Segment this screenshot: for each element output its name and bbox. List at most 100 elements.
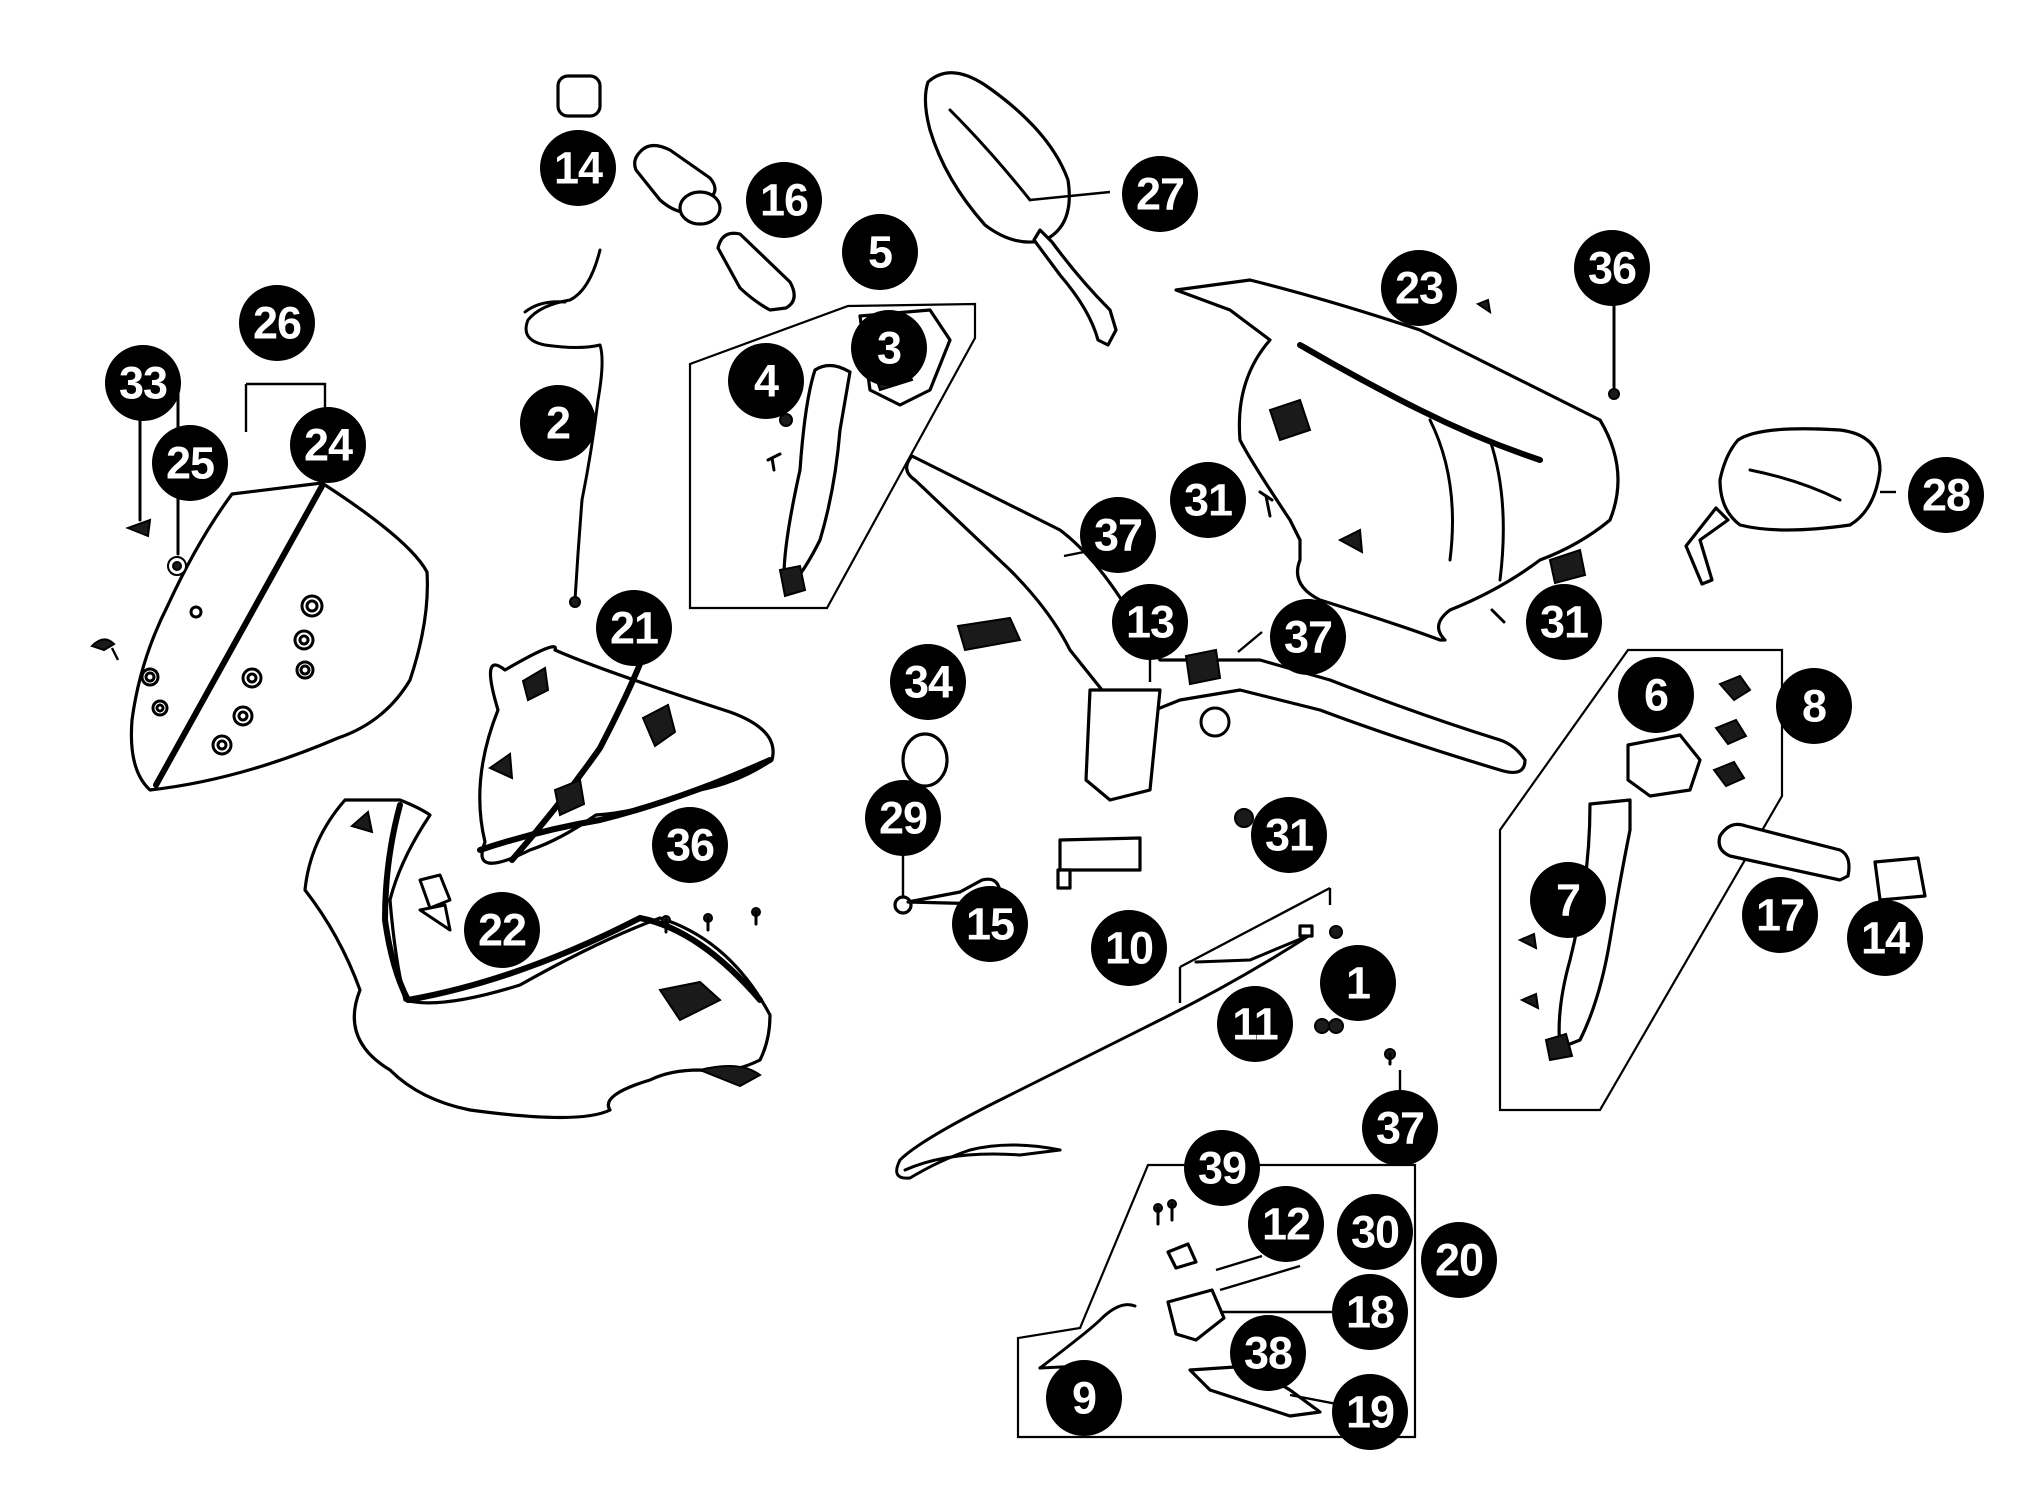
callout-34: 34 (890, 644, 966, 720)
callout-24: 24 (290, 407, 366, 483)
svg-text:8: 8 (1802, 681, 1826, 732)
svg-text:28: 28 (1922, 470, 1970, 521)
callout-11: 11 (1217, 986, 1293, 1062)
callout-5: 5 (842, 214, 918, 290)
callout-13: 13 (1112, 584, 1188, 660)
svg-text:39: 39 (1198, 1143, 1246, 1194)
callout-3: 3 (851, 310, 927, 386)
svg-text:31: 31 (1265, 810, 1313, 861)
svg-text:36: 36 (1588, 243, 1636, 294)
callout-39: 39 (1184, 1130, 1260, 1206)
svg-text:23: 23 (1395, 263, 1443, 314)
svg-text:2: 2 (546, 398, 570, 449)
callout-8: 8 (1776, 668, 1852, 744)
callout-15: 15 (952, 886, 1028, 962)
svg-text:31: 31 (1184, 475, 1232, 526)
windscreen (90, 382, 429, 792)
callout-18: 18 (1332, 1274, 1408, 1350)
svg-text:37: 37 (1376, 1103, 1424, 1154)
svg-text:1: 1 (1346, 958, 1370, 1009)
svg-text:27: 27 (1136, 169, 1184, 220)
frame-bottom-switch-group (1016, 1163, 1417, 1439)
callout-37-bottom: 37 (1362, 1090, 1438, 1166)
callout-29: 29 (865, 780, 941, 856)
svg-text:37: 37 (1094, 510, 1142, 561)
svg-text:14: 14 (554, 143, 603, 194)
callout-37-mid: 37 (1270, 599, 1346, 675)
callout-6: 6 (1618, 657, 1694, 733)
svg-text:33: 33 (119, 358, 167, 409)
svg-text:15: 15 (966, 899, 1014, 950)
callout-30: 30 (1337, 1194, 1413, 1270)
handlebar (905, 454, 1527, 890)
callout-38: 38 (1230, 1315, 1306, 1391)
frame-left-lever-group (688, 302, 977, 610)
svg-text:21: 21 (610, 603, 658, 654)
svg-text:24: 24 (304, 420, 353, 471)
svg-text:31: 31 (1540, 597, 1588, 648)
callout-22: 22 (464, 892, 540, 968)
callout-19: 19 (1332, 1374, 1408, 1450)
callout-31-mid: 31 (1251, 797, 1327, 873)
callout-23: 23 (1381, 250, 1457, 326)
svg-text:13: 13 (1126, 597, 1174, 648)
callout-1: 1 (1320, 945, 1396, 1021)
svg-text:11: 11 (1232, 999, 1278, 1050)
callout-31-top: 31 (1170, 462, 1246, 538)
callout-20: 20 (1421, 1222, 1497, 1298)
callout-26: 26 (239, 285, 315, 361)
callout-14-right: 14 (1847, 900, 1923, 976)
callout-17: 17 (1742, 877, 1818, 953)
callout-12: 12 (1248, 1186, 1324, 1262)
svg-text:26: 26 (253, 298, 301, 349)
svg-text:5: 5 (868, 227, 892, 278)
callout-list: 1 2 3 4 5 6 7 8 9 10 11 12 13 14 14 15 1… (105, 130, 1984, 1450)
screws (661, 190, 1896, 1090)
svg-text:38: 38 (1244, 1328, 1292, 1379)
svg-text:18: 18 (1346, 1287, 1394, 1338)
callout-31-right: 31 (1526, 584, 1602, 660)
frame-right-switch-group (1498, 648, 1784, 1112)
callout-36-bottom: 36 (652, 807, 728, 883)
callout-33: 33 (105, 345, 181, 421)
right-grip (1717, 822, 1927, 902)
svg-text:37: 37 (1284, 612, 1332, 663)
svg-text:30: 30 (1351, 1207, 1399, 1258)
svg-text:3: 3 (877, 323, 901, 374)
callout-4: 4 (728, 343, 804, 419)
svg-text:34: 34 (904, 657, 953, 708)
rear-cowl (1174, 278, 1620, 642)
svg-text:9: 9 (1072, 1373, 1096, 1424)
svg-text:19: 19 (1346, 1387, 1394, 1438)
group-frames (688, 302, 1784, 1439)
callout-2: 2 (520, 385, 596, 461)
right-mirror (1684, 427, 1882, 586)
svg-text:22: 22 (478, 905, 526, 956)
svg-text:25: 25 (166, 438, 214, 489)
svg-text:36: 36 (666, 820, 714, 871)
callout-25: 25 (152, 425, 228, 501)
svg-text:12: 12 (1262, 1199, 1310, 1250)
svg-text:7: 7 (1556, 875, 1580, 926)
svg-text:17: 17 (1756, 890, 1804, 941)
callout-7: 7 (1530, 862, 1606, 938)
callout-36-top: 36 (1574, 230, 1650, 306)
callout-16: 16 (746, 162, 822, 238)
svg-text:20: 20 (1435, 1235, 1483, 1286)
svg-text:6: 6 (1644, 670, 1668, 721)
svg-text:16: 16 (760, 175, 808, 226)
svg-text:14: 14 (1861, 913, 1910, 964)
left-grip-assembly (523, 74, 796, 608)
svg-text:4: 4 (754, 356, 779, 407)
svg-text:29: 29 (879, 793, 927, 844)
callout-28: 28 (1908, 457, 1984, 533)
callout-37-left: 37 (1080, 497, 1156, 573)
throttle-cable (895, 886, 1344, 1180)
svg-text:10: 10 (1105, 923, 1153, 974)
callout-10: 10 (1091, 910, 1167, 986)
callout-14-left: 14 (540, 130, 616, 206)
callout-27: 27 (1122, 156, 1198, 232)
lower-cowl (303, 798, 772, 1120)
callout-9: 9 (1046, 1360, 1122, 1436)
